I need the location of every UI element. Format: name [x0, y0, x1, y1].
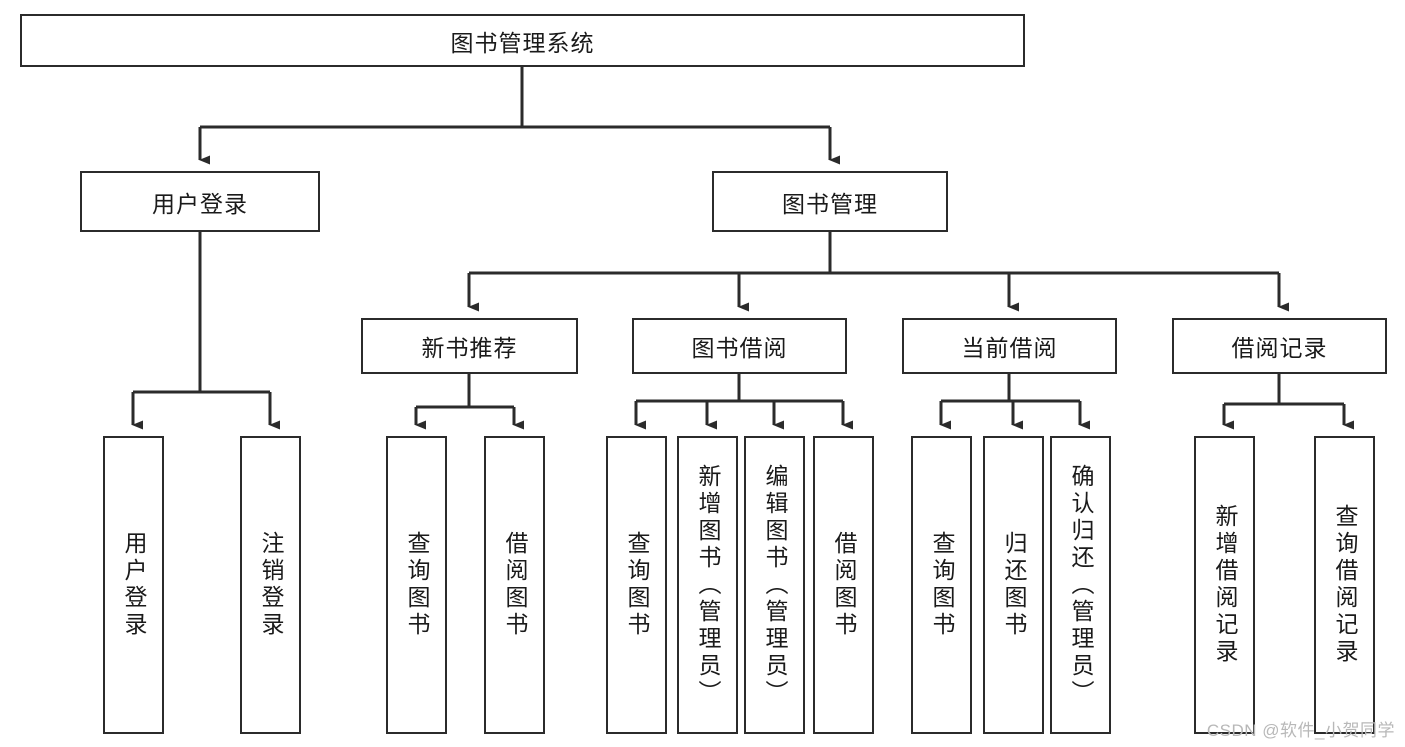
leaf-logout[interactable]: 注销登录: [240, 436, 301, 734]
node-label: 用户登录: [121, 531, 147, 639]
node-book-management[interactable]: 图书管理: [712, 171, 948, 232]
node-label: 当前借阅: [961, 335, 1058, 361]
node-label: 图书管理: [782, 190, 878, 217]
edges-root: [131, 67, 1354, 430]
leaf-query-borrow-record[interactable]: 查询借阅记录: [1314, 436, 1375, 734]
node-label: 确认归还（管理员）: [1068, 463, 1094, 707]
node-label: 借阅图书: [831, 531, 857, 639]
node-label: 查询图书: [624, 531, 650, 639]
leaf-user-login[interactable]: 用户登录: [103, 436, 164, 734]
leaf-add-borrow-record[interactable]: 新增借阅记录: [1194, 436, 1255, 734]
node-label: 借阅记录: [1231, 335, 1328, 361]
node-current-borrow[interactable]: 当前借阅: [902, 318, 1117, 374]
node-new-book-recommend[interactable]: 新书推荐: [361, 318, 578, 374]
leaf-query-book-current[interactable]: 查询图书: [911, 436, 972, 734]
node-label: 归还图书: [1001, 531, 1027, 639]
node-label: 图书借阅: [691, 335, 788, 361]
leaf-borrow-book-new[interactable]: 借阅图书: [484, 436, 545, 734]
leaf-borrow-book[interactable]: 借阅图书: [813, 436, 874, 734]
leaf-query-book-new[interactable]: 查询图书: [386, 436, 447, 734]
node-label: 新增图书（管理员）: [695, 463, 721, 707]
node-label: 新增借阅记录: [1212, 504, 1238, 666]
node-borrow-record[interactable]: 借阅记录: [1172, 318, 1387, 374]
node-label: 注销登录: [258, 531, 284, 639]
node-label: 用户登录: [152, 190, 248, 217]
node-root-book-management-system[interactable]: 图书管理系统: [20, 14, 1025, 67]
node-label: 查询图书: [929, 531, 955, 639]
node-label: 图书管理系统: [450, 29, 595, 56]
node-label: 新书推荐: [421, 335, 518, 361]
leaf-return-book[interactable]: 归还图书: [983, 436, 1044, 734]
node-label: 借阅图书: [502, 531, 528, 639]
node-label: 编辑图书（管理员）: [762, 463, 788, 707]
node-book-borrow[interactable]: 图书借阅: [632, 318, 847, 374]
leaf-query-book-borrow[interactable]: 查询图书: [606, 436, 667, 734]
leaf-confirm-return-admin[interactable]: 确认归还（管理员）: [1050, 436, 1111, 734]
leaf-edit-book-admin[interactable]: 编辑图书（管理员）: [744, 436, 805, 734]
node-label: 查询图书: [404, 531, 430, 639]
node-label: 查询借阅记录: [1332, 504, 1358, 666]
node-user-login[interactable]: 用户登录: [80, 171, 320, 232]
leaf-add-book-admin[interactable]: 新增图书（管理员）: [677, 436, 738, 734]
